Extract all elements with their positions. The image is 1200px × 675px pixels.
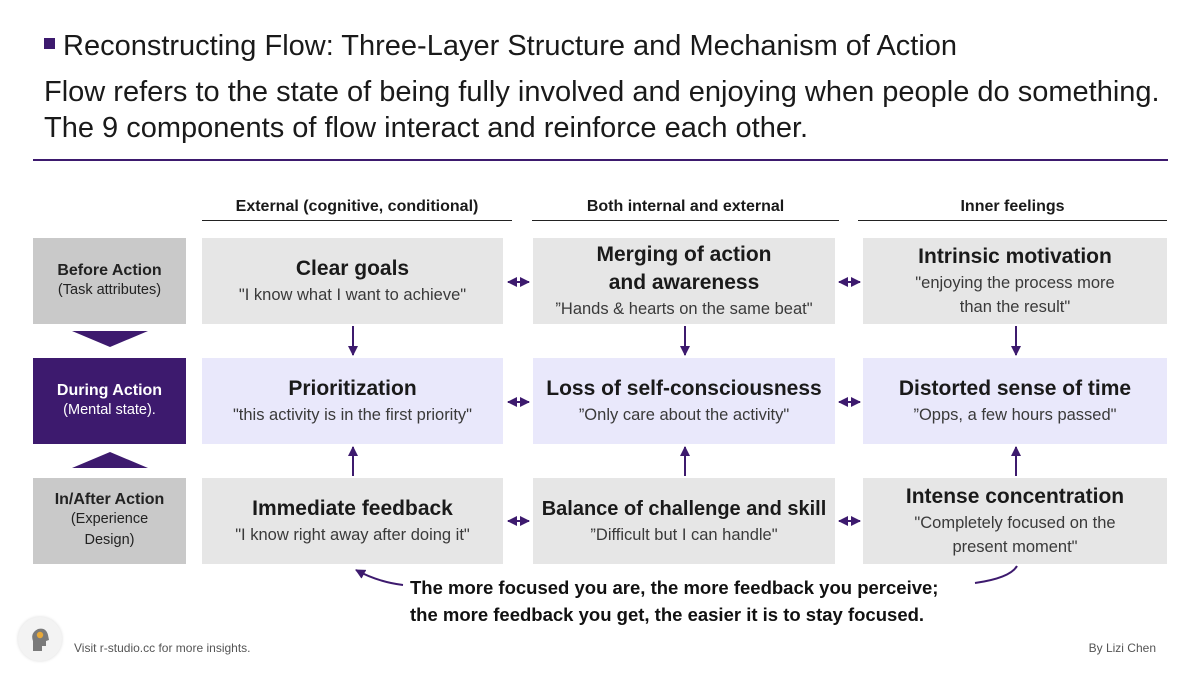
column-header-both: Both internal and external bbox=[532, 198, 839, 221]
cell-immediate-feedback: Immediate feedback "I know right away af… bbox=[202, 478, 503, 564]
cell-quote: ”Hands & hearts on the same beat" bbox=[555, 300, 813, 318]
column-header-inner: Inner feelings bbox=[858, 198, 1167, 221]
cell-quote: "this activity is in the first priority" bbox=[232, 406, 473, 424]
curved-arrow-right-icon bbox=[974, 565, 1018, 584]
triangle-down-icon bbox=[72, 331, 148, 347]
cell-quote: ”Only care about the activity" bbox=[578, 406, 790, 424]
feedback-loop-note: The more focused you are, the more feedb… bbox=[410, 574, 938, 628]
cell-heading: Clear goals bbox=[295, 257, 410, 280]
cell-heading: Loss of self-consciousness bbox=[546, 377, 822, 400]
cell-heading: Immediate feedback bbox=[252, 497, 453, 520]
cell-quote: ”Difficult but I can handle" bbox=[590, 526, 778, 544]
curved-arrow-left-icon bbox=[355, 569, 404, 586]
feedback-loop-note-line2: the more feedback you get, the easier it… bbox=[410, 604, 925, 625]
cell-balance-challenge-skill: Balance of challenge and skill ”Difficul… bbox=[533, 478, 835, 564]
page-subtitle: Flow refers to the state of being fully … bbox=[44, 76, 1160, 144]
row-label-sub: (Task attributes) bbox=[57, 281, 162, 298]
cell-heading: Intrinsic motivation bbox=[918, 245, 1112, 268]
cell-quote: "Completely focused on the present momen… bbox=[914, 514, 1116, 556]
cell-loss-of-self-consciousness: Loss of self-consciousness ”Only care ab… bbox=[533, 358, 835, 444]
row-label-during-action: During Action (Mental state). bbox=[33, 358, 186, 444]
cell-intense-concentration: Intense concentration "Completely focuse… bbox=[863, 478, 1167, 564]
cell-distorted-sense-of-time: Distorted sense of time ”Opps, a few hou… bbox=[863, 358, 1167, 444]
cell-heading: Intense concentration bbox=[905, 485, 1125, 508]
row-label-title: During Action bbox=[56, 381, 163, 399]
cell-prioritization: Prioritization "this activity is in the … bbox=[202, 358, 503, 444]
cell-heading: Prioritization bbox=[288, 377, 417, 400]
row-label-title: Before Action bbox=[57, 261, 162, 279]
cell-heading: Distorted sense of time bbox=[898, 377, 1132, 400]
footer-author-text: By Lizi Chen bbox=[1088, 641, 1156, 655]
cell-heading: Merging of action and awareness bbox=[596, 243, 772, 294]
feedback-loop-note-line1: The more focused you are, the more feedb… bbox=[410, 577, 939, 598]
cell-heading: Balance of challenge and skill bbox=[541, 498, 827, 520]
row-label-after-action: In/After Action (Experience Design) bbox=[33, 478, 186, 564]
cell-quote: "enjoying the process more than the resu… bbox=[915, 274, 1115, 316]
page-title: Reconstructing Flow: Three-Layer Structu… bbox=[44, 30, 957, 63]
footer-website-text: Visit r-studio.cc for more insights. bbox=[74, 641, 251, 655]
brand-logo-icon bbox=[18, 617, 62, 661]
row-label-sub: (Experience Design) bbox=[70, 511, 149, 548]
cell-clear-goals: Clear goals "I know what I want to achie… bbox=[202, 238, 503, 324]
bullet-square-icon bbox=[44, 37, 55, 49]
cell-intrinsic-motivation: Intrinsic motivation "enjoying the proce… bbox=[863, 238, 1167, 324]
column-header-external: External (cognitive, conditional) bbox=[202, 198, 512, 221]
row-label-before-action: Before Action (Task attributes) bbox=[33, 238, 186, 324]
row-label-title: In/After Action bbox=[54, 491, 165, 508]
cell-merging-action-awareness: Merging of action and awareness ”Hands &… bbox=[533, 238, 835, 324]
triangle-up-icon bbox=[72, 452, 148, 468]
cell-quote: ”Opps, a few hours passed" bbox=[913, 406, 1117, 424]
cell-quote: "I know right away after doing it" bbox=[235, 526, 470, 544]
page-title-text: Reconstructing Flow: Three-Layer Structu… bbox=[63, 30, 958, 62]
row-label-sub: (Mental state). bbox=[63, 401, 156, 418]
header-divider bbox=[33, 159, 1168, 161]
cell-quote: "I know what I want to achieve" bbox=[238, 286, 467, 304]
